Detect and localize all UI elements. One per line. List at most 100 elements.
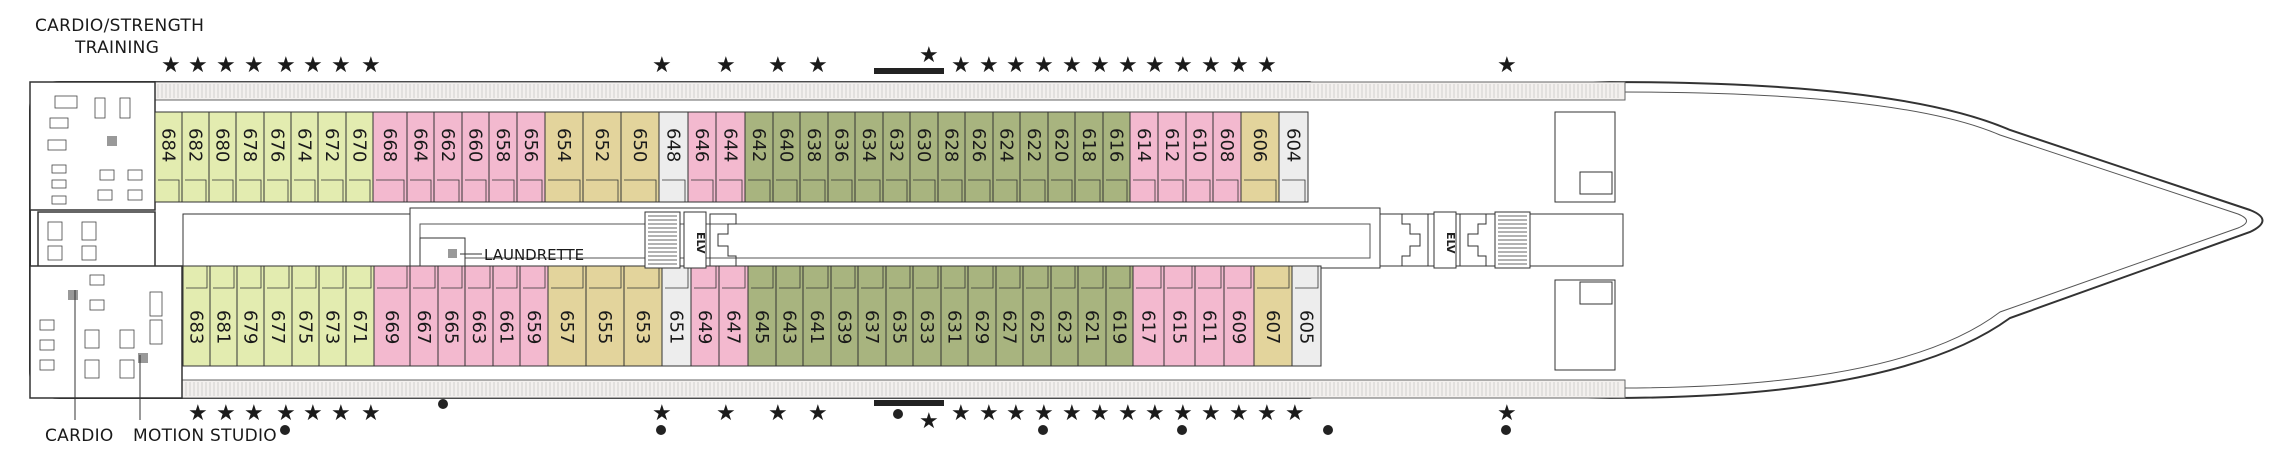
cabin-681[interactable]: 681 xyxy=(209,265,238,367)
cabin-639[interactable]: 639 xyxy=(830,265,859,367)
cabin-number: 631 xyxy=(944,310,965,344)
cabin-679[interactable]: 679 xyxy=(236,265,265,367)
cabin-619[interactable]: 619 xyxy=(1105,265,1134,367)
cabin-677[interactable]: 677 xyxy=(263,265,293,367)
cabin-683[interactable]: 683 xyxy=(182,265,211,367)
cabin-640[interactable]: 640 xyxy=(772,111,801,203)
cabin-672[interactable]: 672 xyxy=(317,111,347,203)
cabin-674[interactable]: 674 xyxy=(290,111,319,203)
cabin-616[interactable]: 616 xyxy=(1102,111,1131,203)
cabin-620[interactable]: 620 xyxy=(1047,111,1076,203)
cabin-642[interactable]: 642 xyxy=(744,111,774,203)
cabin-663[interactable]: 663 xyxy=(464,265,494,367)
cabin-643[interactable]: 643 xyxy=(775,265,804,367)
cabin-609[interactable]: 609 xyxy=(1223,265,1255,367)
gym-equipment-icon xyxy=(51,195,67,205)
cabin-645[interactable]: 645 xyxy=(747,265,777,367)
cabin-682[interactable]: 682 xyxy=(181,111,210,203)
cabin-673[interactable]: 673 xyxy=(318,265,347,367)
cabin-637[interactable]: 637 xyxy=(857,265,887,367)
cabin-bathroom-outline xyxy=(834,265,856,289)
gym-marker xyxy=(138,353,148,363)
laundry-icon xyxy=(448,249,457,258)
cabin-fill xyxy=(373,265,411,367)
cabin-684[interactable]: 684 xyxy=(154,111,183,203)
cabin-630[interactable]: 630 xyxy=(909,111,939,203)
cabin-fill xyxy=(1194,265,1225,367)
cabin-605[interactable]: 605 xyxy=(1291,265,1322,367)
cabin-fill xyxy=(1105,265,1134,367)
cabin-615[interactable]: 615 xyxy=(1163,265,1196,367)
cabin-number: 632 xyxy=(886,128,907,162)
cabin-number: 664 xyxy=(410,128,431,162)
cabin-bathroom-outline xyxy=(349,265,372,289)
cabin-bathroom-outline xyxy=(1216,179,1239,203)
cabin-632[interactable]: 632 xyxy=(882,111,911,203)
gym-equipment-icon xyxy=(94,97,106,119)
cabin-638[interactable]: 638 xyxy=(799,111,829,203)
cabin-626[interactable]: 626 xyxy=(964,111,994,203)
cabin-number: 623 xyxy=(1054,310,1075,344)
cabin-678[interactable]: 678 xyxy=(235,111,265,203)
cabin-657[interactable]: 657 xyxy=(547,265,587,367)
cabin-667[interactable]: 667 xyxy=(409,265,439,367)
cabin-669[interactable]: 669 xyxy=(373,265,411,367)
star-icon: ★ xyxy=(1034,401,1054,426)
cabin-631[interactable]: 631 xyxy=(940,265,969,367)
cabin-604[interactable]: 604 xyxy=(1278,111,1309,203)
cabin-664[interactable]: 664 xyxy=(406,111,435,203)
cabin-608[interactable]: 608 xyxy=(1212,111,1242,203)
star-icon: ★ xyxy=(951,401,971,426)
cabin-624[interactable]: 624 xyxy=(992,111,1021,203)
cabin-656[interactable]: 656 xyxy=(516,111,546,203)
cabin-621[interactable]: 621 xyxy=(1077,265,1107,367)
cabin-634[interactable]: 634 xyxy=(854,111,884,203)
cabin-644[interactable]: 644 xyxy=(715,111,746,203)
cabin-668[interactable]: 668 xyxy=(372,111,408,203)
cabin-653[interactable]: 653 xyxy=(623,265,663,367)
cabin-606[interactable]: 606 xyxy=(1240,111,1280,203)
cabin-number: 659 xyxy=(523,310,544,344)
cabin-629[interactable]: 629 xyxy=(967,265,997,367)
cabin-652[interactable]: 652 xyxy=(582,111,622,203)
cabin-612[interactable]: 612 xyxy=(1157,111,1187,203)
cabin-676[interactable]: 676 xyxy=(263,111,292,203)
cabin-625[interactable]: 625 xyxy=(1022,265,1052,367)
cabin-641[interactable]: 641 xyxy=(802,265,832,367)
cabin-661[interactable]: 661 xyxy=(492,265,521,367)
cabin-623[interactable]: 623 xyxy=(1050,265,1079,367)
cabin-618[interactable]: 618 xyxy=(1074,111,1104,203)
cabin-614[interactable]: 614 xyxy=(1129,111,1159,203)
cabin-680[interactable]: 680 xyxy=(208,111,237,203)
cabin-675[interactable]: 675 xyxy=(291,265,320,367)
cabin-bathroom-outline xyxy=(492,179,515,203)
cabin-628[interactable]: 628 xyxy=(937,111,966,203)
cabin-622[interactable]: 622 xyxy=(1019,111,1049,203)
cabin-651[interactable]: 651 xyxy=(661,265,692,367)
cabin-627[interactable]: 627 xyxy=(995,265,1024,367)
cabin-649[interactable]: 649 xyxy=(690,265,720,367)
cabin-671[interactable]: 671 xyxy=(345,265,375,367)
cabin-647[interactable]: 647 xyxy=(718,265,749,367)
cabin-662[interactable]: 662 xyxy=(433,111,463,203)
cabin-665[interactable]: 665 xyxy=(437,265,466,367)
cabin-659[interactable]: 659 xyxy=(519,265,549,367)
cabin-635[interactable]: 635 xyxy=(885,265,914,367)
cabin-bathroom-outline xyxy=(1244,179,1277,203)
cabin-654[interactable]: 654 xyxy=(544,111,584,203)
cabin-658[interactable]: 658 xyxy=(488,111,518,203)
cabin-610[interactable]: 610 xyxy=(1185,111,1214,203)
cabin-633[interactable]: 633 xyxy=(912,265,942,367)
cabin-636[interactable]: 636 xyxy=(827,111,856,203)
cabin-611[interactable]: 611 xyxy=(1194,265,1225,367)
cabin-660[interactable]: 660 xyxy=(461,111,490,203)
cabin-646[interactable]: 646 xyxy=(687,111,717,203)
cabin-670[interactable]: 670 xyxy=(345,111,374,203)
cabin-655[interactable]: 655 xyxy=(585,265,625,367)
connector-bar-bottom xyxy=(874,400,944,406)
cabin-650[interactable]: 650 xyxy=(620,111,660,203)
cabin-648[interactable]: 648 xyxy=(658,111,689,203)
cabin-bathroom-outline xyxy=(410,179,432,203)
cabin-617[interactable]: 617 xyxy=(1132,265,1165,367)
cabin-607[interactable]: 607 xyxy=(1253,265,1293,367)
